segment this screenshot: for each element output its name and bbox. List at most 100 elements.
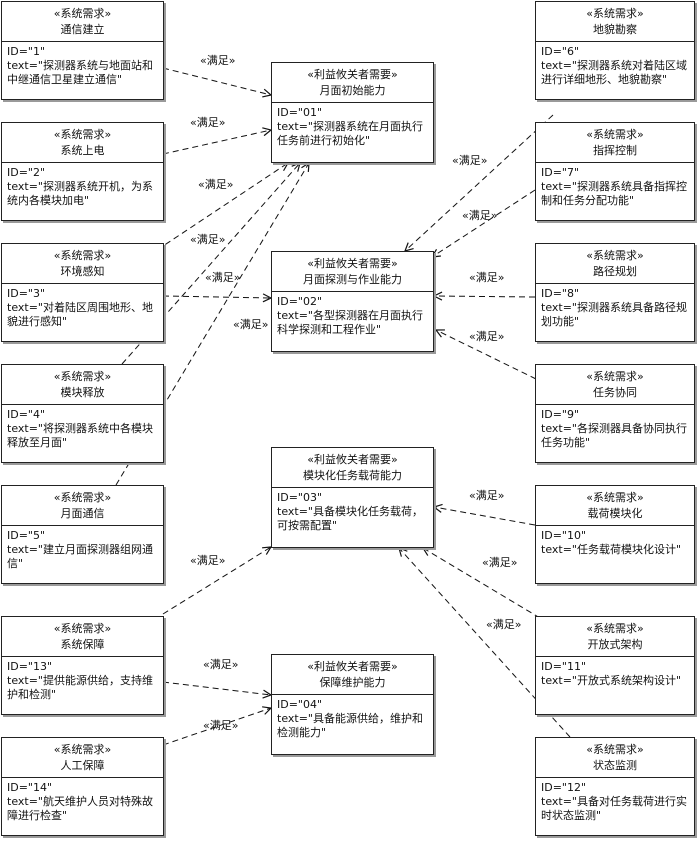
satisfy-label: «满足» (452, 154, 487, 167)
block-id: ID="02" (277, 295, 323, 308)
satisfy-link-r13-n03 (162, 547, 271, 615)
block-id: ID="3" (7, 287, 46, 300)
block-text: text="对着陆区周围地形、地貌进行感知" (7, 301, 153, 328)
satisfy-link-r1-n01 (162, 67, 271, 95)
block-text: text="具备能源供给，维护和检测能力" (277, 712, 423, 739)
satisfy-label: «满足» (462, 209, 497, 222)
requirement-block-3[interactable]: «系统需求»环境感知 ID="3"text="对着陆区周围地形、地貌进行感知" (1, 243, 164, 342)
block-id: ID="4" (7, 408, 46, 421)
block-text: text="探测器系统与地面站和中继通信卫星建立通信" (7, 59, 153, 86)
satisfy-label: «满足» (203, 658, 238, 671)
requirement-block-1[interactable]: «系统需求» 通信建立 ID="1"text="探测器系统与地面站和中继通信卫星建… (1, 1, 164, 100)
block-name: 任务协同 (593, 386, 637, 399)
requirement-block-2[interactable]: «系统需求»系统上电 ID="2"text="探测器系统开机，为系统内各模块加电… (1, 122, 164, 221)
block-text: text="建立月面探测器组网通信" (7, 543, 153, 570)
requirement-block-11[interactable]: «系统需求»开放式架构 ID="11"text="开放式系统架构设计" (535, 616, 695, 715)
block-name: 模块化任务载荷能力 (303, 469, 402, 482)
block-text: text="探测器系统具备指挥控制和任务分配功能" (541, 180, 687, 207)
requirement-block-6[interactable]: «系统需求»地貌勘察 ID="6"text="探测器系统对着陆区域进行详细地形、… (535, 1, 695, 100)
stereotype-label: «系统需求» (586, 249, 644, 262)
block-text: text="具备模块化任务载荷，可按需配置" (277, 505, 423, 532)
requirement-block-12[interactable]: «系统需求»状态监测 ID="12"text="具备对任务载荷进行实时状态监测" (535, 737, 695, 836)
block-name: 指挥控制 (593, 144, 637, 157)
satisfy-label: «满足» (190, 233, 225, 246)
stereotype-label: «系统需求» (53, 128, 112, 141)
block-text: text="探测器系统在月面执行任务前进行初始化" (277, 120, 423, 147)
satisfy-link-r8-n02 (434, 296, 536, 297)
requirement-block-10[interactable]: «系统需求» 载荷模块化 ID="10"text="任务载荷模块化设计" (535, 485, 695, 584)
block-id: ID="9" (541, 408, 580, 421)
stereotype-label: «利益攸关者需要» (307, 453, 398, 466)
block-id: ID="12" (541, 781, 587, 794)
satisfy-label: «满足» (469, 489, 504, 502)
satisfy-label: «满足» (469, 330, 504, 343)
satisfy-link-r3-n02 (162, 296, 271, 298)
block-id: ID="1" (7, 45, 46, 58)
requirement-block-5[interactable]: «系统需求» 月面通信 ID="5"text="建立月面探测器组网通信" (1, 485, 164, 584)
need-block-03[interactable]: «利益攸关者需要» 模块化任务载荷能力 ID="03"text="具备模块化任务载… (271, 447, 434, 548)
block-text: text="探测器系统具备路径规划功能" (541, 301, 687, 328)
satisfy-link-r6-n02 (405, 114, 554, 251)
satisfy-link-r11-n03 (423, 548, 541, 619)
stereotype-label: «利益攸关者需要» (307, 660, 398, 673)
satisfy-link-r2-n01 (162, 130, 271, 155)
block-name: 保障维护能力 (319, 676, 386, 689)
requirement-block-9[interactable]: «系统需求» 任务协同 ID="9"text="各探测器具备协同执行任务功能" (535, 364, 695, 463)
stereotype-label: «系统需求» (586, 128, 644, 141)
block-id: ID="10" (541, 529, 587, 542)
stereotype-label: «系统需求» (53, 7, 112, 20)
stereotype-label: «系统需求» (53, 370, 112, 383)
stereotype-label: «系统需求» (53, 491, 112, 504)
need-block-04[interactable]: «利益攸关者需要» 保障维护能力 ID="04"text="具备能源供给，维护和检… (271, 654, 434, 755)
block-name: 月面通信 (60, 507, 105, 520)
block-name: 月面初始能力 (319, 84, 386, 97)
block-text: text="航天维护人员对特殊故障进行检查" (7, 795, 153, 822)
block-id: ID="03" (277, 491, 323, 504)
satisfy-label: «满足» (190, 554, 225, 567)
block-id: ID="2" (7, 166, 46, 179)
block-name: 系统上电 (60, 144, 105, 157)
block-name: 开放式架构 (587, 638, 643, 651)
block-id: ID="13" (7, 660, 53, 673)
block-name: 环境感知 (60, 265, 105, 278)
block-id: ID="14" (7, 781, 53, 794)
block-id: ID="8" (541, 287, 580, 300)
need-block-02[interactable]: «利益攸关者需要»月面探测与作业能力 ID="02"text="各型探测器在月面… (271, 251, 434, 352)
requirement-block-4[interactable]: «系统需求» 模块释放 ID="4"text="将探测器系统中各模块释放至月面" (1, 364, 164, 463)
stereotype-label: «利益攸关者需要» (307, 68, 398, 81)
block-id: ID="7" (541, 166, 580, 179)
block-id: ID="04" (277, 698, 323, 711)
satisfy-label: «满足» (469, 271, 504, 284)
block-id: ID="11" (541, 660, 587, 673)
block-name: 模块释放 (60, 386, 105, 399)
block-text: text="各探测器具备协同执行任务功能" (541, 422, 687, 449)
stereotype-label: «系统需求» (53, 743, 112, 756)
stereotype-label: «系统需求» (586, 491, 644, 504)
stereotype-label: «系统需求» (586, 743, 644, 756)
requirement-block-8[interactable]: «系统需求»路径规划 ID="8"text="探测器系统具备路径规划功能" (535, 243, 695, 342)
block-name: 系统保障 (60, 638, 105, 651)
requirement-block-13[interactable]: «系统需求»系统保障 ID="13"text="提供能源供给，支持维护和检测" (1, 616, 164, 715)
requirement-block-14[interactable]: «系统需求» 人工保障 ID="14"text="航天维护人员对特殊故障进行检查" (1, 737, 164, 836)
stereotype-label: «系统需求» (586, 370, 644, 383)
stereotype-label: «系统需求» (586, 7, 644, 20)
block-name: 通信建立 (60, 23, 105, 36)
satisfy-label: «满足» (200, 54, 235, 67)
block-name: 月面探测与作业能力 (303, 273, 402, 286)
block-name: 状态监测 (593, 759, 637, 772)
block-text: text="将探测器系统中各模块释放至月面" (7, 422, 153, 449)
satisfy-link-r10-n03 (434, 507, 536, 526)
satisfy-label: «满足» (190, 116, 225, 129)
block-text: text="提供能源供给，支持维护和检测" (7, 674, 153, 701)
block-name: 人工保障 (60, 759, 105, 772)
satisfy-link-r14-n04 (162, 708, 271, 746)
requirement-block-7[interactable]: «系统需求» 指挥控制 ID="7"text="探测器系统具备指挥控制和任务分配功… (535, 122, 695, 221)
block-name: 载荷模块化 (587, 507, 643, 520)
need-block-01[interactable]: «利益攸关者需要» 月面初始能力 ID="01"text="探测器系统在月面执行任… (271, 62, 434, 163)
block-text: text="任务载荷模块化设计" (541, 543, 682, 556)
block-id: ID="5" (7, 529, 46, 542)
block-text: text="开放式系统架构设计" (541, 674, 682, 687)
block-id: ID="01" (277, 106, 323, 119)
